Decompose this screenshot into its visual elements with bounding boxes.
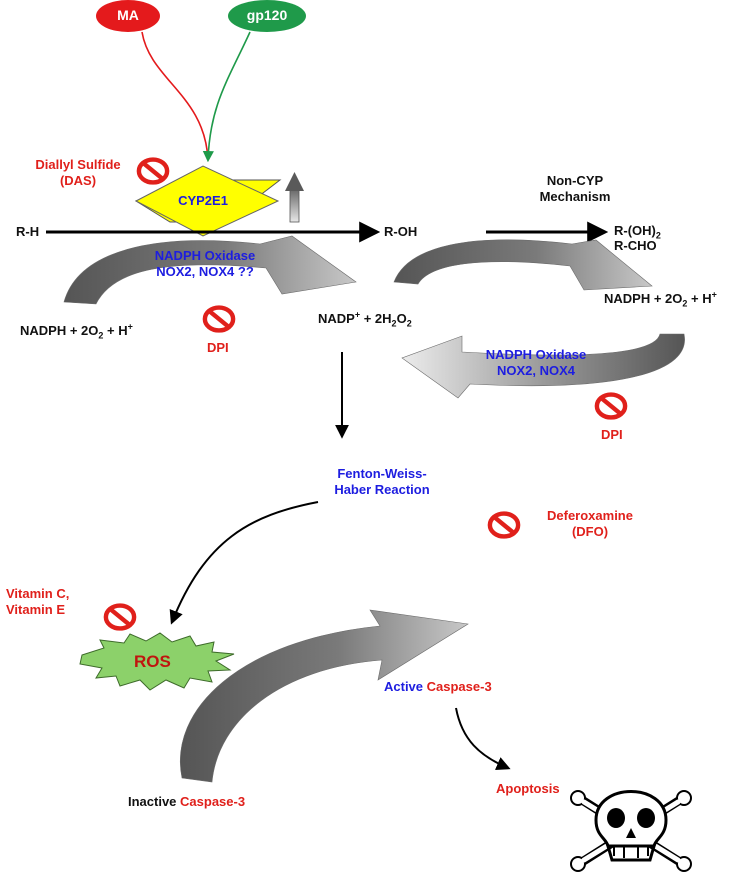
apoptosis-label: Apoptosis [496, 781, 560, 796]
left-nadph-b: 2 [98, 330, 104, 341]
dpi-left-label: DPI [207, 340, 229, 355]
dfo-line-1: Deferoxamine [547, 508, 633, 523]
inactive-caspase-label: Inactive Caspase-3 [128, 794, 245, 810]
roh-label: R-OH [384, 224, 418, 239]
ma-label: MA [117, 7, 139, 23]
dfo-label: Deferoxamine (DFO) [535, 508, 645, 540]
ros-label: ROS [134, 652, 171, 671]
das-line-2: (DAS) [59, 173, 97, 188]
mid-nadp-e: O [396, 311, 407, 326]
mid-nadp-c: + 2H [360, 311, 392, 326]
mid-nadp-d: 2 [391, 318, 397, 329]
right-nadph-a: NADPH + 2O [604, 291, 683, 306]
nadph-oxidase-cycle-arrow-left [63, 235, 357, 305]
no-symbol-icon-das [139, 160, 167, 183]
no-symbol-icon-vitamins [106, 606, 134, 629]
das-line-1: Diallyl Sulfide [35, 157, 121, 172]
r-cho-label: R-CHO [614, 238, 657, 253]
nox-return-arrow [401, 333, 685, 399]
active-caspase-word: Caspase-3 [426, 679, 492, 694]
das-label: Diallyl Sulfide (DAS) [22, 157, 134, 189]
ma-node [96, 0, 160, 32]
non-cyp-line-1: Non-CYP [546, 173, 604, 188]
right-nadph-d: + [711, 289, 717, 300]
gp120-label: gp120 [246, 7, 288, 23]
vitamins-line-2: Vitamin E [6, 602, 66, 617]
caspase-activation-arrow [180, 609, 469, 783]
dpi-right-label: DPI [601, 427, 623, 442]
r-oh2-text: R-(OH) [614, 223, 656, 238]
fenton-line-2: Haber Reaction [334, 482, 430, 497]
fenton-label: Fenton-Weiss- Haber Reaction [322, 466, 442, 498]
no-symbol-icon-dfo [490, 514, 518, 537]
gp120-node [228, 0, 306, 32]
fenton-to-ros-arrow [169, 501, 319, 625]
non-cyp-label: Non-CYP Mechanism [520, 173, 630, 205]
non-cyp-line-2: Mechanism [539, 189, 611, 204]
ma-to-cyp2e1-arrow [141, 31, 209, 161]
dfo-line-2: (DFO) [571, 524, 609, 539]
left-nadph-label: NADPH + 2O2 + H+ [20, 321, 133, 341]
left-nadph-a: NADPH + 2O [20, 323, 99, 338]
inactive-word: Inactive [128, 794, 181, 809]
nadph-oxidase-right-line-2: NOX2, NOX4 [496, 363, 576, 378]
nadph-oxidase-right-label: NADPH Oxidase NOX2, NOX4 [476, 347, 596, 379]
caspase-to-apoptosis-arrow [455, 707, 511, 771]
active-caspase-label: Active Caspase-3 [384, 679, 492, 695]
right-nadph-c: + H [687, 291, 712, 306]
cyp2e1-label: CYP2E1 [178, 193, 228, 208]
skull-crossbones-icon [570, 790, 692, 872]
nadph-oxidase-top-label: NADPH Oxidase NOX2, NOX4 ?? [140, 248, 270, 280]
vitamins-label: Vitamin C, Vitamin E [6, 586, 69, 618]
no-symbol-icon-dpi-right [597, 395, 625, 418]
right-nadph-b: 2 [682, 298, 688, 309]
rh-label: R-H [16, 224, 40, 239]
mid-nadp-f: 2 [406, 318, 412, 329]
nadph-oxidase-top-line-1: NADPH Oxidase [154, 248, 256, 263]
up-arrow-icon [285, 172, 304, 223]
mid-nadp-b: + [354, 309, 361, 320]
gp120-to-cyp2e1-arrow [202, 31, 251, 163]
left-nadph-d: + [127, 321, 133, 332]
no-symbol-icon-dpi-left [205, 308, 233, 331]
r-oh2-subscript: 2 [655, 230, 661, 241]
non-cyp-cycle-arrow-top [393, 239, 653, 291]
inactive-caspase-word: Caspase-3 [180, 794, 246, 809]
r-oh2-label: R-(OH)2 [614, 223, 661, 241]
right-nadph-label: NADPH + 2O2 + H+ [604, 289, 717, 309]
nadph-oxidase-right-line-1: NADPH Oxidase [485, 347, 587, 362]
nadph-oxidase-top-line-2: NOX2, NOX4 ?? [156, 264, 254, 279]
vitamins-line-1: Vitamin C, [6, 586, 70, 601]
mid-nadp-a: NADP [318, 311, 355, 326]
ros-burst [79, 632, 235, 691]
mid-nadp-label: NADP+ + 2H2O2 [318, 309, 412, 329]
fenton-line-1: Fenton-Weiss- [337, 466, 427, 481]
left-nadph-c: + H [103, 323, 128, 338]
active-word: Active [384, 679, 427, 694]
